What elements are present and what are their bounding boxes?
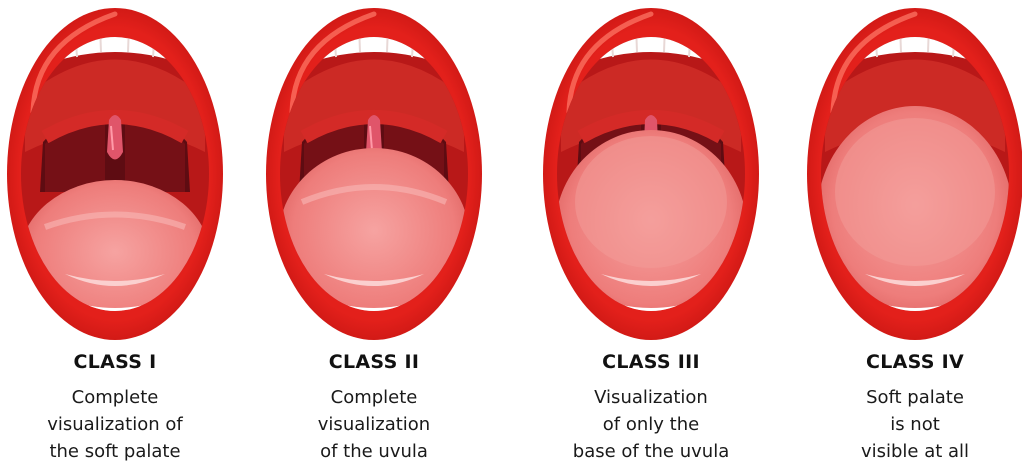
class-4-description-line: visible at all	[800, 438, 1022, 465]
class-2-description: Complete visualization of the uvula	[259, 384, 489, 465]
open-mouth-class-2-illustration	[264, 2, 484, 342]
class-3-description-line: Visualization	[536, 384, 766, 411]
open-mouth-class-4-illustration	[805, 2, 1022, 342]
class-1-description-line: the soft palate	[0, 438, 230, 465]
class-1-title: CLASS I	[0, 351, 230, 373]
class-4-description: Soft palate is not visible at all	[800, 384, 1022, 465]
class-4-title: CLASS IV	[800, 351, 1022, 373]
mallampati-class-3-panel: CLASS III Visualization of only the base…	[536, 0, 766, 473]
mallampati-class-1-panel: CLASS I Complete visualization of the so…	[0, 0, 230, 473]
class-1-description-line: visualization of	[0, 411, 230, 438]
class-3-title: CLASS III	[536, 351, 766, 373]
class-2-description-line: visualization	[259, 411, 489, 438]
class-1-description-line: Complete	[0, 384, 230, 411]
class-3-description-line: base of the uvula	[536, 438, 766, 465]
open-mouth-class-3-illustration	[541, 2, 761, 342]
class-4-description-line: Soft palate	[800, 384, 1022, 411]
class-3-description: Visualization of only the base of the uv…	[536, 384, 766, 465]
mallampati-class-4-panel: CLASS IV Soft palate is not visible at a…	[800, 0, 1022, 473]
class-2-title: CLASS II	[259, 351, 489, 373]
class-3-description-line: of only the	[536, 411, 766, 438]
class-1-description: Complete visualization of the soft palat…	[0, 384, 230, 465]
mallampati-class-2-panel: CLASS II Complete visualization of the u…	[259, 0, 489, 473]
class-2-description-line: Complete	[259, 384, 489, 411]
class-4-description-line: is not	[800, 411, 1022, 438]
open-mouth-class-1-illustration	[5, 2, 225, 342]
class-2-description-line: of the uvula	[259, 438, 489, 465]
